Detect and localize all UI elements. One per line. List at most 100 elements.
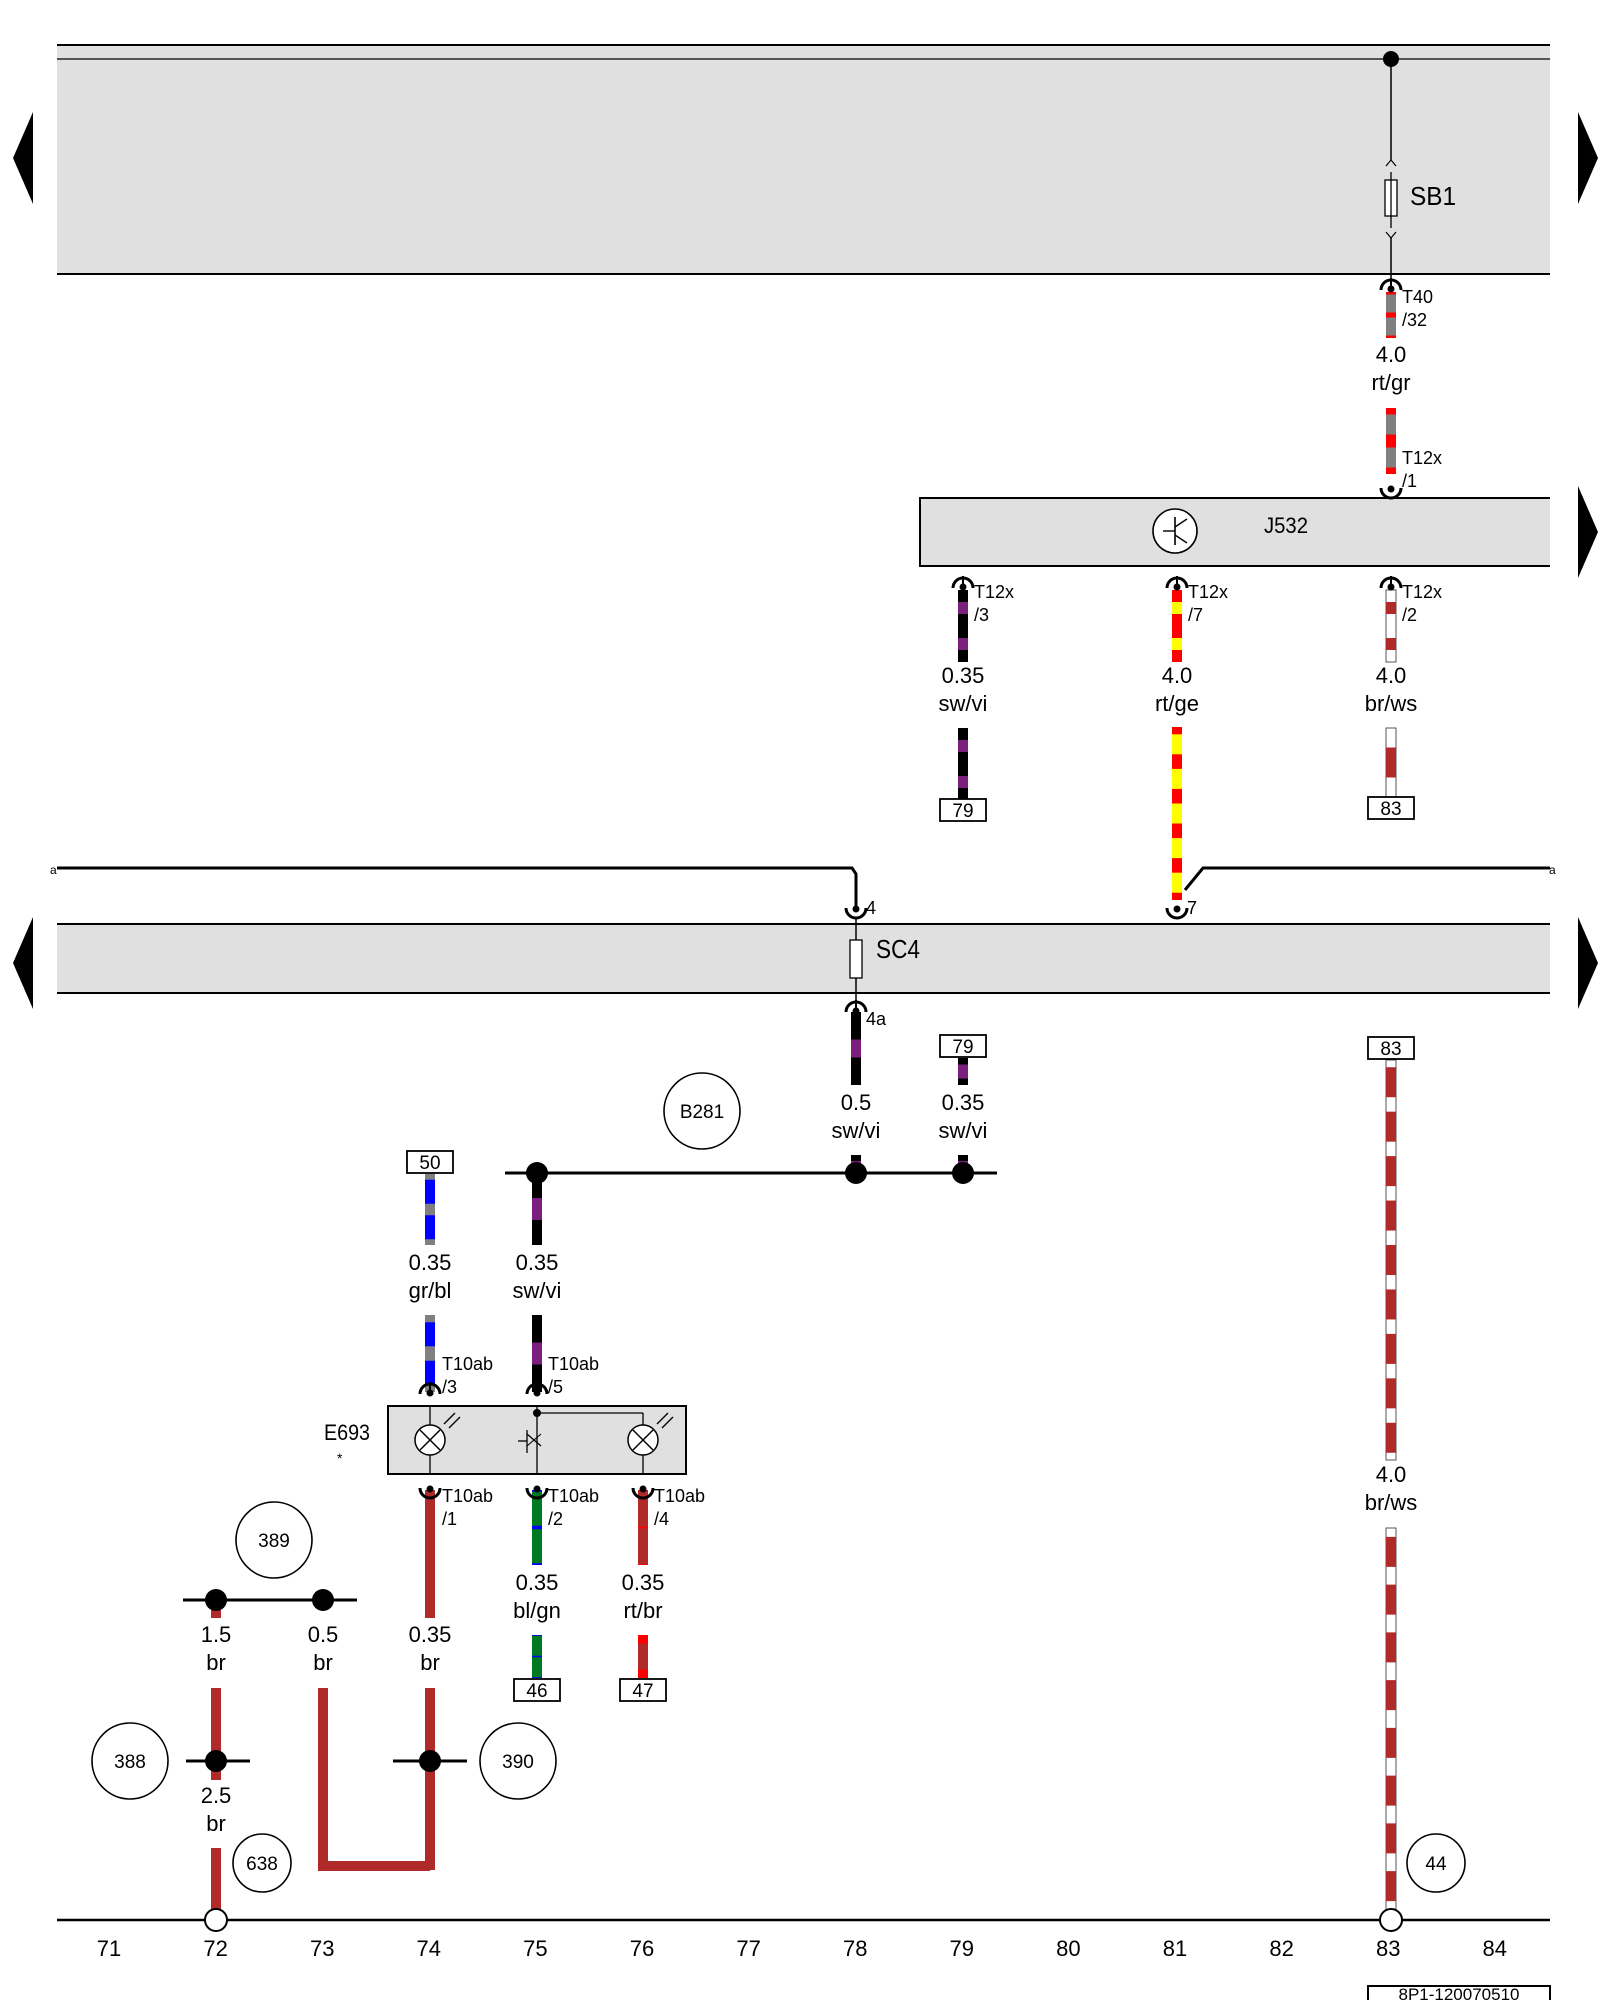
svg-text:rt/gr: rt/gr [1371,370,1410,395]
connector-pin-icon [1379,576,1403,591]
page-right-arrow-icon[interactable] [1578,112,1598,204]
svg-text:4.0: 4.0 [1376,1462,1407,1487]
connector-label: T10ab/5 [548,1354,599,1397]
ruler-number: 74 [417,1936,441,1961]
wire-j532-2-lower [1385,727,1397,798]
svg-text:50: 50 [419,1153,440,1174]
svg-text:rt/ge: rt/ge [1155,691,1199,716]
wire-label-e693-4: 0.35 rt/br [622,1570,665,1623]
svg-text:br: br [313,1650,333,1675]
wire-label-e693-5: 0.35 sw/vi [513,1250,562,1303]
svg-text:T10ab: T10ab [442,1354,493,1374]
svg-text:T12x: T12x [1402,582,1442,602]
connector-label: 4 [866,898,876,918]
connector-pin-icon [1165,576,1189,591]
svg-text:0.35: 0.35 [409,1250,452,1275]
svg-text:rt/br: rt/br [623,1598,662,1623]
ruler-number: 83 [1376,1936,1400,1961]
ref-box-50: 50 [406,1150,454,1174]
switch-contact-icon [518,1406,644,1474]
svg-text:44: 44 [1425,1854,1447,1875]
wire-label-w_j532_7: 4.0rt/ge [1155,663,1199,716]
svg-text:T12x: T12x [1402,448,1442,468]
transistor-icon [1152,508,1198,554]
svg-text:2.5: 2.5 [201,1783,232,1808]
svg-text:79: 79 [952,1037,973,1058]
ruler-number: 71 [97,1936,121,1961]
connector-pin-icon [844,905,868,920]
connector-label: T10ab/4 [654,1486,705,1529]
svg-text:sw/vi: sw/vi [513,1278,562,1303]
page-left-arrow-icon[interactable] [13,112,33,204]
connector-label: T12x/2 [1402,582,1442,625]
junction-dot [845,1162,867,1184]
svg-text:390: 390 [502,1752,534,1773]
svg-text:/32: /32 [1402,310,1427,330]
doc-code: 8P1-120070510 [1398,1985,1519,2000]
ruler-number: 82 [1269,1936,1293,1961]
wire-e693-1 [425,1490,435,1618]
wire-j532-3-lower [958,728,968,800]
ref-box-46: 46 [513,1678,561,1702]
wire-label-w_j532_2: 4.0br/ws [1365,663,1418,716]
svg-text:T10ab: T10ab [548,1486,599,1506]
wire-e693-3-lower [425,1315,435,1392]
svg-text:46: 46 [526,1681,547,1702]
page-left-arrow-icon[interactable] [13,917,33,1009]
ruler-number: 81 [1163,1936,1187,1961]
wire-ground-loop [318,1688,430,1871]
svg-text:/1: /1 [442,1509,457,1529]
wire-label-gnd-25: 2.5br [201,1783,232,1836]
wire-label-sc4-out: 0.5sw/vi [832,1090,881,1143]
svg-text:0.5: 0.5 [841,1090,872,1115]
connector-label: T10ab/2 [548,1486,599,1529]
component-circle-b281: B281 [663,1072,741,1150]
top-power-rail [57,44,1550,275]
junction-dot [205,1589,227,1611]
svg-text:T10ab: T10ab [548,1354,599,1374]
ruler-number: 77 [736,1936,760,1961]
wire-w_j532_3 [958,590,968,662]
sc4-rail [57,923,1550,994]
wire-gnd-25 [211,1848,221,1910]
ruler-number: 72 [203,1936,227,1961]
svg-text:4.0: 4.0 [1376,342,1407,367]
svg-text:0.35: 0.35 [516,1570,559,1595]
svg-text:T10ab: T10ab [442,1486,493,1506]
svg-text:sw/vi: sw/vi [939,691,988,716]
wire-sb1-out [1386,292,1396,338]
svg-text:4a: 4a [866,1009,887,1029]
wire-label-sb1: 4.0 rt/gr [1371,342,1410,395]
connector-pin-icon [631,1485,655,1500]
svg-text:/3: /3 [974,605,989,625]
svg-text:/3: /3 [442,1377,457,1397]
svg-text:0.35: 0.35 [622,1570,665,1595]
wire-j532-in [1386,408,1396,474]
wire-e693-1-lower [425,1688,435,1870]
page-right-arrow-icon[interactable] [1578,917,1598,1009]
switch-e693-asterisk: * [337,1450,343,1466]
fuse-sc4-label: SC4 [876,934,920,964]
wire-83-lower [1385,1527,1397,1911]
junction-dot [526,1162,548,1184]
page-right-arrow-icon[interactable] [1578,486,1598,578]
connector-label: T12x/7 [1188,582,1228,625]
a-marker-left: a [50,863,57,877]
svg-text:79: 79 [952,801,973,822]
junction-dot [952,1162,974,1184]
wire-e693-5 [532,1173,542,1245]
svg-text:388: 388 [114,1752,146,1773]
svg-text:1.5: 1.5 [201,1622,232,1647]
wire-e693-5-lower [532,1315,542,1392]
svg-text:0.35: 0.35 [516,1250,559,1275]
wire-e693-2 [532,1490,542,1565]
switch-e693-label: E693 [324,1420,370,1445]
svg-text:4.0: 4.0 [1376,663,1407,688]
connector-pin-icon [1165,905,1189,920]
svg-text:sw/vi: sw/vi [939,1118,988,1143]
ruler-number: 80 [1056,1936,1080,1961]
svg-text:T40: T40 [1402,287,1433,307]
svg-text:7: 7 [1187,898,1197,918]
